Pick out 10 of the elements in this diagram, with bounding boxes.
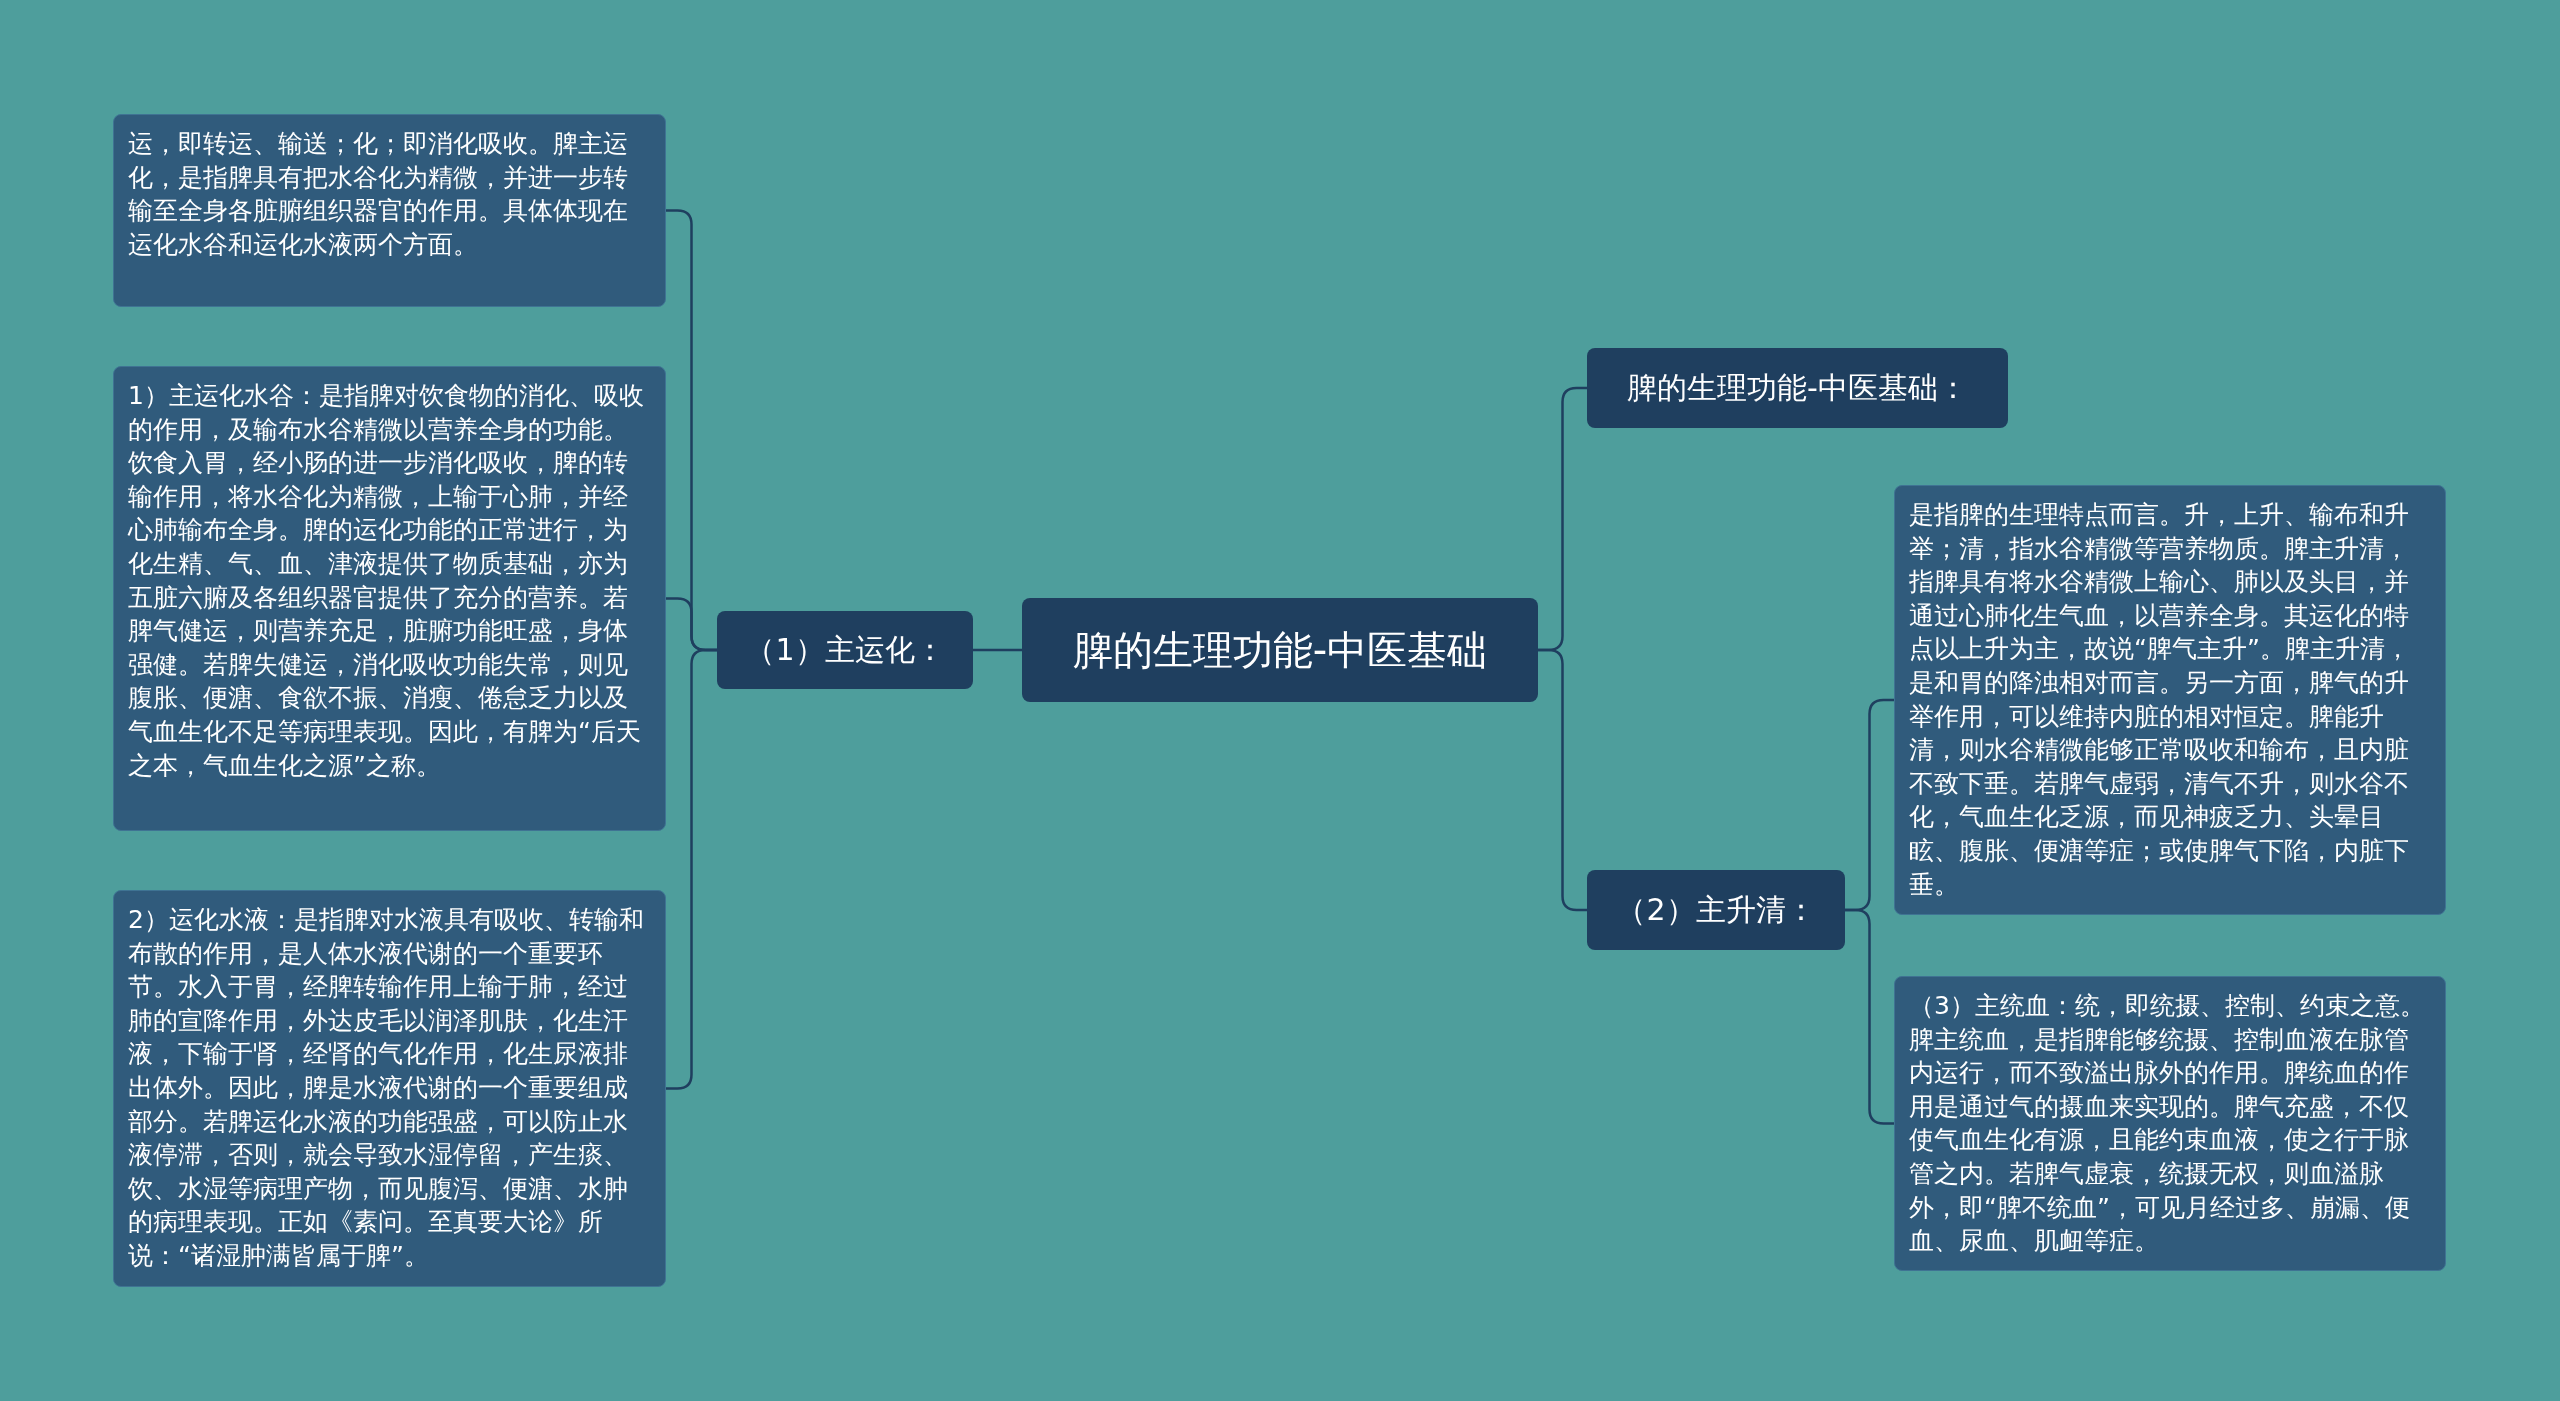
topic-box: （2）主升清： bbox=[1587, 870, 1845, 950]
topic-box: 脾的生理功能-中医基础： bbox=[1587, 348, 2008, 428]
connector-line bbox=[973, 648, 1022, 652]
note-card: 是指脾的生理特点而言。升，上升、输布和升举；清，指水谷精微等营养物质。脾主升清，指脾具有将水谷精微上输心、肺以及头目，并通过心肺化生气血，以营养全身。其运化的特点以上升为主，故说“脾气主升”。脾主升清，是和胃的降浊相对而言。另一方面，脾气的升举作用，可以维持内脏的相对恒定。脾能升清，则水谷精微能够正常吸收和输布，且内脏不致下垂。若脾气虚弱，清气不升，则水谷不化，气血生化乏源，而见神疲乏力、头晕目眩、腹胀、便溏等症；或使脾气下陷，内脏下垂。 bbox=[1894, 485, 2446, 915]
topic-box: （1）主运化： bbox=[717, 611, 973, 689]
note-card: 1）主运化水谷：是指脾对饮食物的消化、吸收的作用，及输布水谷精微以营养全身的功能。饮食入胃，经小肠的进一步消化吸收，脾的转输作用，将水谷化为精微，上输于心肺，并经心肺输布全身。脾的运化功能的正常进行，为化生精、气、血、津液提供了物质基础，亦为五脏六腑及各组织器官提供了充分的营养。若脾气健运，则营养充足，脏腑功能旺盛，身体强健。若脾失健运，消化吸收功能失常，则见腹胀、便溏、食欲不振、消瘦、倦怠乏力以及气血生化不足等病理表现。因此，有脾为“后天之本，气血生化之源”之称。 bbox=[113, 366, 666, 831]
note-card: （3）主统血：统，即统摄、控制、约束之意。脾主统血，是指脾能够统摄、控制血液在脉管内运行，而不致溢出脉外的作用。脾统血的作用是通过气的摄血来实现的。脾气充盛，不仅使气血生化有源，且能约束血液，使之行于脉管之内。若脾气虚衰，统摄无权，则血溢脉外，即“脾不统血”，可见月经过多、崩漏、便血、尿血、肌衄等症。 bbox=[1894, 976, 2446, 1271]
note-card: 运，即转运、输送；化；即消化吸收。脾主运化，是指脾具有把水谷化为精微，并进一步转输至全身各脏腑组织器官的作用。具体体现在运化水谷和运化水液两个方面。 bbox=[113, 114, 666, 307]
central-topic-box: 脾的生理功能-中医基础 bbox=[1022, 598, 1538, 702]
note-card: 2）运化水液：是指脾对水液具有吸收、转输和布散的作用，是人体水液代谢的一个重要环节。水入于胃，经脾转输作用上输于肺，经过肺的宣降作用，外达皮毛以润泽肌肤，化生汗液，下输于肾，经肾的气化作用，化生尿液排出体外。因此，脾是水液代谢的一个重要组成部分。若脾运化水液的功能强盛，可以防止水液停滞，否则，就会导致水湿停留，产生痰、饮、水湿等病理产物，而见腹泻、便溏、水肿的病理表现。正如《素问。至真要大论》所说：“诸湿肿满皆属于脾”。 bbox=[113, 890, 666, 1287]
